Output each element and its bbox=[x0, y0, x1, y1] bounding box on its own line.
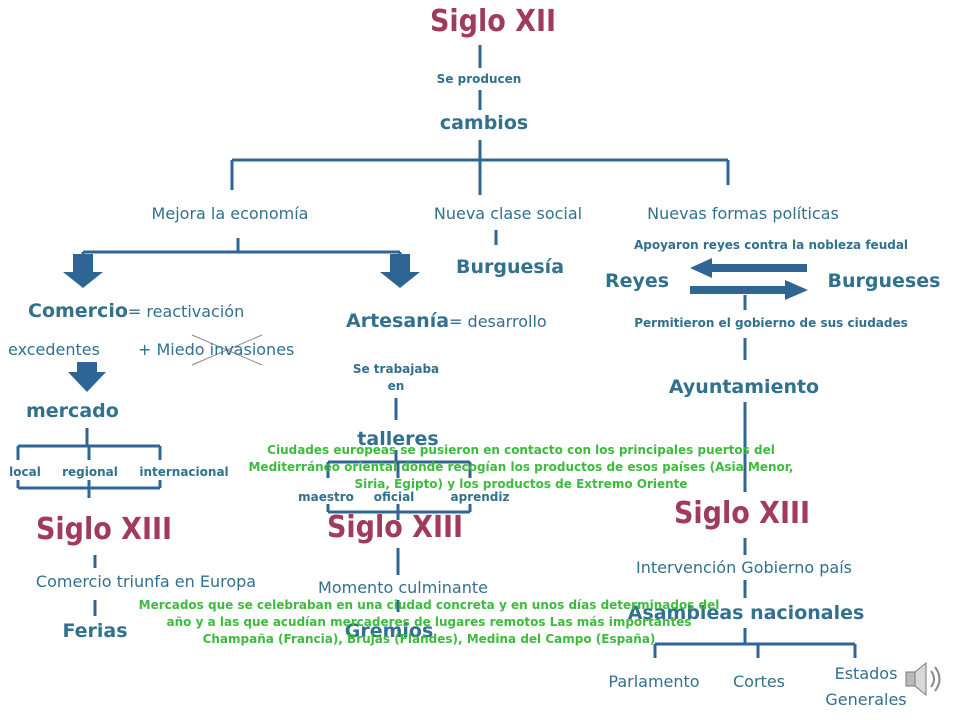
generales-label: Generales bbox=[825, 690, 907, 709]
comercio-label: Comercio= reactivación bbox=[28, 300, 244, 322]
branch-formas-politicas: Nuevas formas políticas bbox=[647, 204, 839, 223]
asambleas-label: Asambleas nacionales bbox=[627, 602, 865, 624]
siglo-xiii-right: Siglo XIII bbox=[673, 496, 811, 531]
speaker-icon bbox=[905, 661, 941, 697]
miedo-invasiones-label: + Miedo invasiones bbox=[138, 340, 295, 359]
comercio-rest: = reactivación bbox=[127, 302, 245, 321]
se-producen-label: Se producen bbox=[436, 72, 522, 86]
gremios-label: Gremios bbox=[344, 620, 434, 642]
excedentes-label: excedentes bbox=[8, 340, 100, 359]
comercio-word: Comercio bbox=[28, 300, 128, 322]
comercio-triunfa-label: Comercio triunfa en Europa bbox=[35, 572, 257, 591]
siglo-xiii-left: Siglo XIII bbox=[35, 512, 173, 547]
talleres-label: talleres bbox=[357, 428, 439, 450]
local-label: local bbox=[9, 465, 41, 479]
note-ciudades-europeas: Ciudades europeas se pusieron en contact… bbox=[248, 443, 794, 491]
parlamento-label: Parlamento bbox=[608, 672, 700, 691]
reyes-label: Reyes bbox=[604, 270, 670, 292]
mercado-label: mercado bbox=[26, 400, 119, 422]
momento-culminante-label: Momento culminante bbox=[318, 578, 488, 597]
permitieron-label: Permitieron el gobierno de sus ciudades bbox=[634, 316, 908, 330]
internacional-label: internacional bbox=[139, 465, 229, 479]
cortes-label: Cortes bbox=[733, 672, 785, 691]
intervencion-label: Intervención Gobierno país bbox=[636, 558, 852, 577]
oficial-label: oficial bbox=[373, 490, 415, 504]
regional-label: regional bbox=[62, 465, 118, 479]
apoyaron-label: Apoyaron reyes contra la nobleza feudal bbox=[633, 238, 909, 252]
cambios-label: cambios bbox=[439, 112, 529, 134]
se-trabajaba-label: Se trabajaba bbox=[352, 362, 440, 376]
note-mercados: Mercados que se celebraban en una ciudad… bbox=[138, 598, 720, 646]
burgueses-label: Burgueses bbox=[827, 270, 941, 292]
ferias-label: Ferias bbox=[62, 620, 128, 642]
siglo-xiii-middle: Siglo XIII bbox=[326, 510, 464, 545]
en-label: en bbox=[387, 379, 405, 393]
burguesia-label: Burguesía bbox=[455, 256, 565, 278]
estados-label: Estados bbox=[834, 664, 898, 683]
maestro-label: maestro bbox=[298, 490, 354, 504]
branch-clase-social: Nueva clase social bbox=[433, 204, 583, 223]
artesania-word: Artesanía bbox=[346, 310, 450, 332]
artesania-rest: = desarrollo bbox=[449, 312, 547, 331]
ayuntamiento-label: Ayuntamiento bbox=[668, 376, 820, 398]
branch-economia: Mejora la economía bbox=[151, 204, 309, 223]
cross-out-mark bbox=[191, 334, 263, 366]
aprendiz-label: aprendiz bbox=[450, 490, 510, 504]
main-title: Siglo XII bbox=[429, 4, 557, 39]
artesania-label: Artesanía= desarrollo bbox=[346, 310, 547, 332]
